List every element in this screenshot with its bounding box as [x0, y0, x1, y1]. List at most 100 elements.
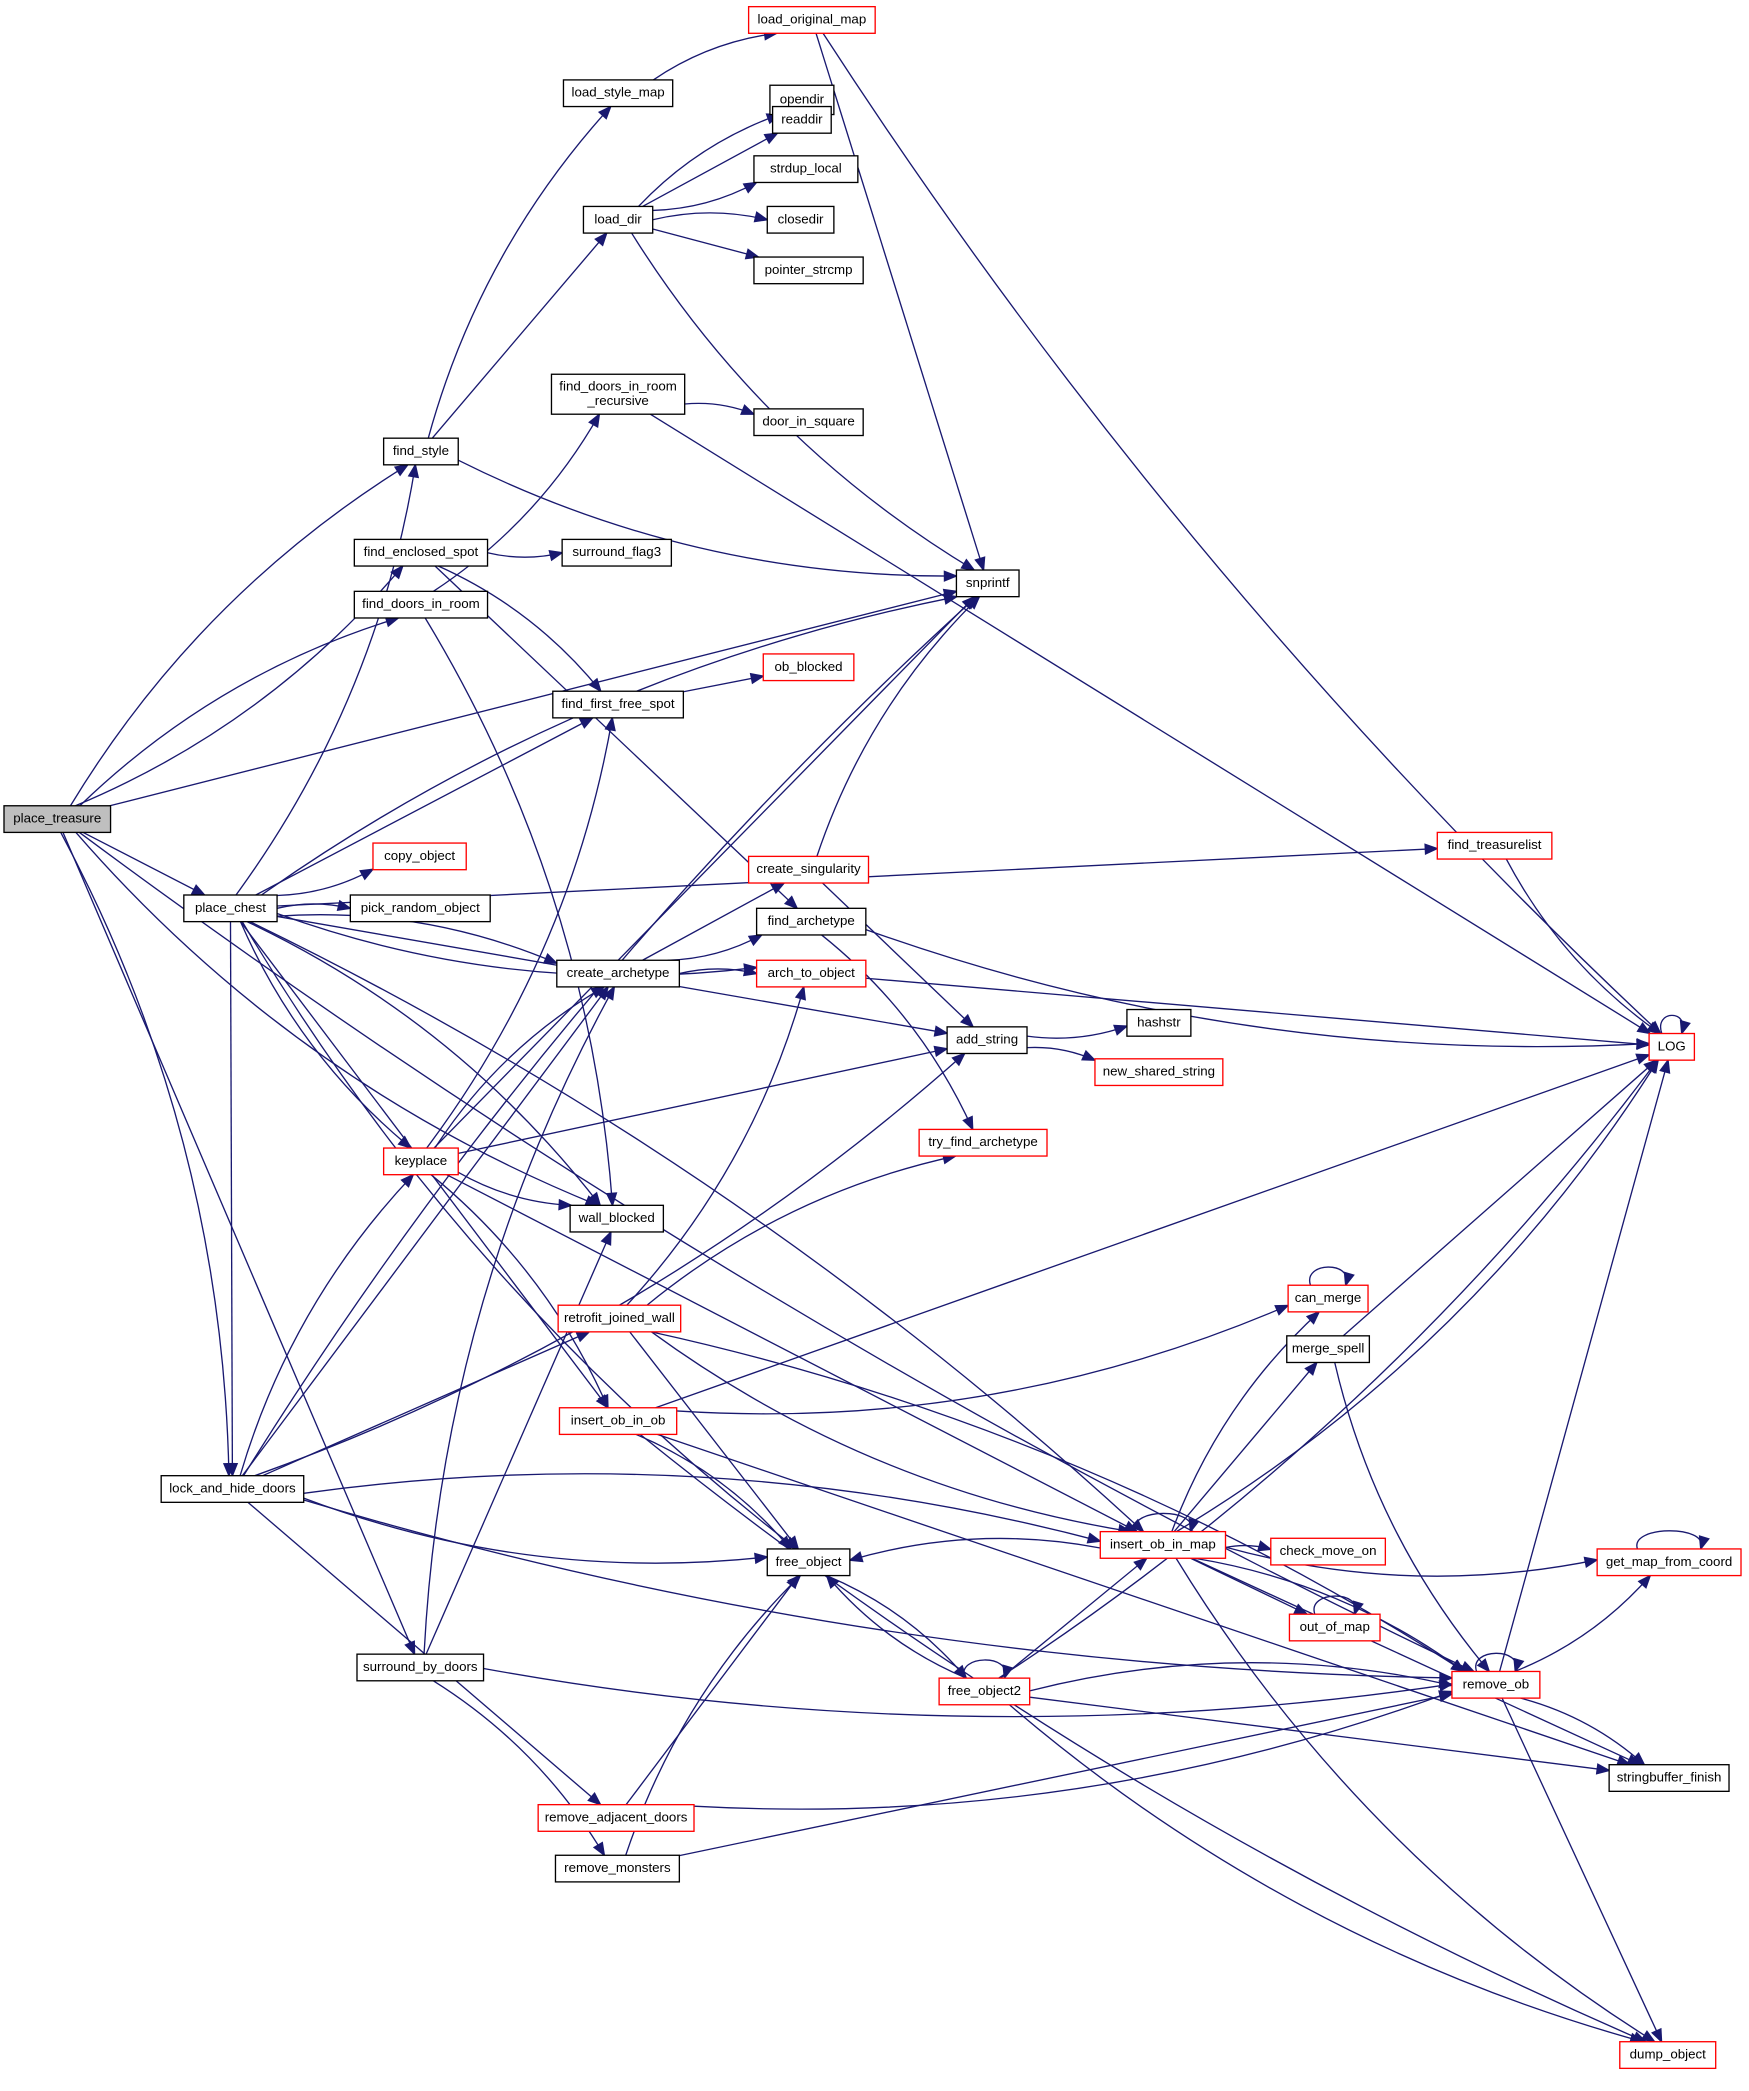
node-LOG[interactable]: LOG: [1648, 1032, 1696, 1061]
arrowhead-free_object2-to-free_object: [825, 1574, 840, 1589]
node-wall_blocked[interactable]: wall_blocked: [569, 1204, 665, 1233]
node-find_doors_in_room_recursive[interactable]: find_doors_in_room_recursive: [550, 373, 686, 415]
edge-load_style_map-to-load_original_map: [652, 32, 777, 81]
node-find_first_free_spot[interactable]: find_first_free_spot: [552, 690, 685, 719]
node-free_object[interactable]: free_object: [766, 1548, 851, 1577]
node-remove_ob[interactable]: remove_ob: [1451, 1670, 1541, 1699]
node-box-insert_ob_in_ob: [558, 1407, 678, 1436]
arrowhead-find_enclosed_spot-to-surround_flag3: [548, 550, 564, 562]
edge-retrofit_joined_wall-to-try_find_archetype: [646, 1155, 956, 1306]
edge-insert_ob_in_map-to-LOG: [1176, 1059, 1659, 1533]
node-find_enclosed_spot[interactable]: find_enclosed_spot: [353, 538, 489, 567]
node-copy_object[interactable]: copy_object: [372, 842, 467, 871]
node-surround_by_doors[interactable]: surround_by_doors: [356, 1653, 485, 1682]
node-label-find_doors_in_room_recursive: find_doors_in_room: [559, 378, 677, 393]
arrowhead-lock_and_hide_doors-to-free_object: [754, 1552, 770, 1565]
arrowhead-keyplace-to-wall_blocked: [558, 1198, 573, 1211]
arrowhead-create_archetype-to-find_archetype: [747, 934, 764, 947]
node-place_chest[interactable]: place_chest: [183, 894, 278, 923]
node-strdup_local[interactable]: strdup_local: [753, 155, 859, 184]
node-pointer_strcmp[interactable]: pointer_strcmp: [753, 256, 864, 285]
edge-insert_ob_in_map-to-free_object: [849, 1537, 1101, 1561]
node-surround_flag3[interactable]: surround_flag3: [561, 538, 673, 567]
node-check_move_on[interactable]: check_move_on: [1270, 1537, 1387, 1566]
node-create_singularity[interactable]: create_singularity: [747, 855, 870, 884]
edge-surround_by_doors-to-wall_blocked: [425, 1231, 612, 1655]
node-free_object2[interactable]: free_object2: [938, 1677, 1031, 1706]
node-keyplace[interactable]: keyplace: [382, 1147, 459, 1176]
arrowhead-remove_ob-self: [1513, 1657, 1525, 1674]
node-insert_ob_in_map[interactable]: insert_ob_in_map: [1099, 1530, 1227, 1559]
edge-create_singularity-to-snprintf: [816, 596, 980, 857]
node-find_archetype[interactable]: find_archetype: [755, 907, 867, 936]
node-remove_monsters[interactable]: remove_monsters: [554, 1854, 681, 1883]
arrowhead-create_archetype-to-create_singularity: [770, 882, 786, 895]
arrowhead-keyplace-to-add_string: [933, 1045, 949, 1058]
edge-free_object2-to-dump_object: [1008, 1704, 1643, 2043]
edge-place_treasure-to-wall_blocked: [75, 831, 599, 1206]
node-label-find_first_free_spot: find_first_free_spot: [562, 696, 675, 711]
node-add_string[interactable]: add_string: [946, 1026, 1028, 1055]
node-lock_and_hide_doors[interactable]: lock_and_hide_doors: [160, 1475, 305, 1503]
node-insert_ob_in_ob[interactable]: insert_ob_in_ob: [558, 1407, 678, 1436]
node-try_find_archetype[interactable]: try_find_archetype: [918, 1128, 1048, 1157]
node-box-pick_random_object: [349, 894, 491, 923]
node-find_treasurelist[interactable]: find_treasurelist: [1436, 831, 1553, 860]
node-box-create_singularity: [747, 855, 870, 884]
node-ob_blocked[interactable]: ob_blocked: [762, 653, 855, 682]
arrowhead-remove_ob-to-get_map_from_coord: [1637, 1574, 1652, 1589]
node-arch_to_object[interactable]: arch_to_object: [755, 959, 867, 988]
node-box-dump_object: [1619, 2041, 1717, 2070]
node-label-copy_object: copy_object: [384, 848, 455, 863]
arrowhead-find_doors_in_room-to-wall_blocked: [605, 1192, 618, 1208]
node-retrofit_joined_wall[interactable]: retrofit_joined_wall: [557, 1304, 682, 1333]
edge-load_original_map-to-LOG: [822, 32, 1662, 1034]
node-closedir[interactable]: closedir: [766, 205, 835, 234]
edge-keyplace-to-snprintf: [433, 596, 976, 1149]
node-place_treasure[interactable]: place_treasure: [3, 805, 112, 834]
arrowhead-find_doors_in_room_recursive-to-door_in_square: [740, 404, 756, 415]
arrowhead-remove_ob-to-stringbuffer_finish: [1631, 1751, 1646, 1766]
edge-insert_ob_in_map-to-merge_spell: [1173, 1362, 1318, 1533]
node-find_doors_in_room[interactable]: find_doors_in_room: [353, 590, 489, 619]
edge-retrofit_joined_wall-to-free_object: [629, 1331, 799, 1550]
node-create_archetype[interactable]: create_archetype: [556, 959, 681, 988]
node-box-place_treasure: [3, 805, 112, 834]
node-load_dir[interactable]: load_dir: [582, 205, 654, 234]
arrowhead-create_archetype-to-arch_to_object: [742, 965, 759, 977]
arrowhead-surround_by_doors-to-create_archetype: [603, 985, 616, 1001]
node-find_style[interactable]: find_style: [382, 437, 459, 466]
node-load_original_map[interactable]: load_original_map: [747, 5, 876, 34]
node-merge_spell[interactable]: merge_spell: [1286, 1335, 1371, 1364]
arrowhead-place_chest-to-snprintf: [943, 593, 959, 605]
node-readdir[interactable]: readdir: [771, 105, 832, 134]
node-load_style_map[interactable]: load_style_map: [562, 79, 674, 108]
arrowhead-place_treasure-to-find_enclosed_spot: [390, 564, 404, 580]
node-label-load_style_map: load_style_map: [572, 85, 665, 100]
node-snprintf[interactable]: snprintf: [955, 569, 1020, 598]
edge-place_treasure-to-snprintf: [109, 590, 957, 807]
node-stringbuffer_finish[interactable]: stringbuffer_finish: [1608, 1764, 1730, 1793]
node-door_in_square[interactable]: door_in_square: [753, 408, 864, 437]
node-new_shared_string[interactable]: new_shared_string: [1094, 1058, 1224, 1087]
edge-place_chest-to-wall_blocked: [246, 921, 601, 1206]
node-hashstr[interactable]: hashstr: [1126, 1008, 1192, 1037]
node-label-remove_adjacent_doors: remove_adjacent_doors: [545, 1809, 688, 1824]
node-out_of_map[interactable]: out_of_map: [1288, 1613, 1381, 1642]
arrowhead-LOG-self: [1679, 1019, 1691, 1036]
node-pick_random_object[interactable]: pick_random_object: [349, 894, 491, 923]
edge-place_chest-to-lock_and_hide_doors: [229, 921, 234, 1476]
edge-remove_ob-to-dump_object: [1501, 1697, 1663, 2043]
node-label-find_doors_in_room: find_doors_in_room: [362, 596, 480, 611]
arrowhead-surround_by_doors-to-remove_monsters: [592, 1841, 606, 1857]
edge-find_archetype-to-try_find_archetype: [821, 934, 974, 1130]
arrowhead-free_object2-to-insert_ob_in_map: [1133, 1557, 1149, 1571]
node-dump_object[interactable]: dump_object: [1619, 2041, 1717, 2070]
node-can_merge[interactable]: can_merge: [1287, 1284, 1369, 1313]
edge-free_object2-to-stringbuffer_finish: [1029, 1696, 1610, 1772]
arrowhead-keyplace-to-insert_ob_in_ob: [597, 1393, 609, 1410]
node-box-ob_blocked: [762, 653, 855, 682]
node-remove_adjacent_doors[interactable]: remove_adjacent_doors: [537, 1803, 695, 1832]
node-get_map_from_coord[interactable]: get_map_from_coord: [1596, 1548, 1742, 1577]
